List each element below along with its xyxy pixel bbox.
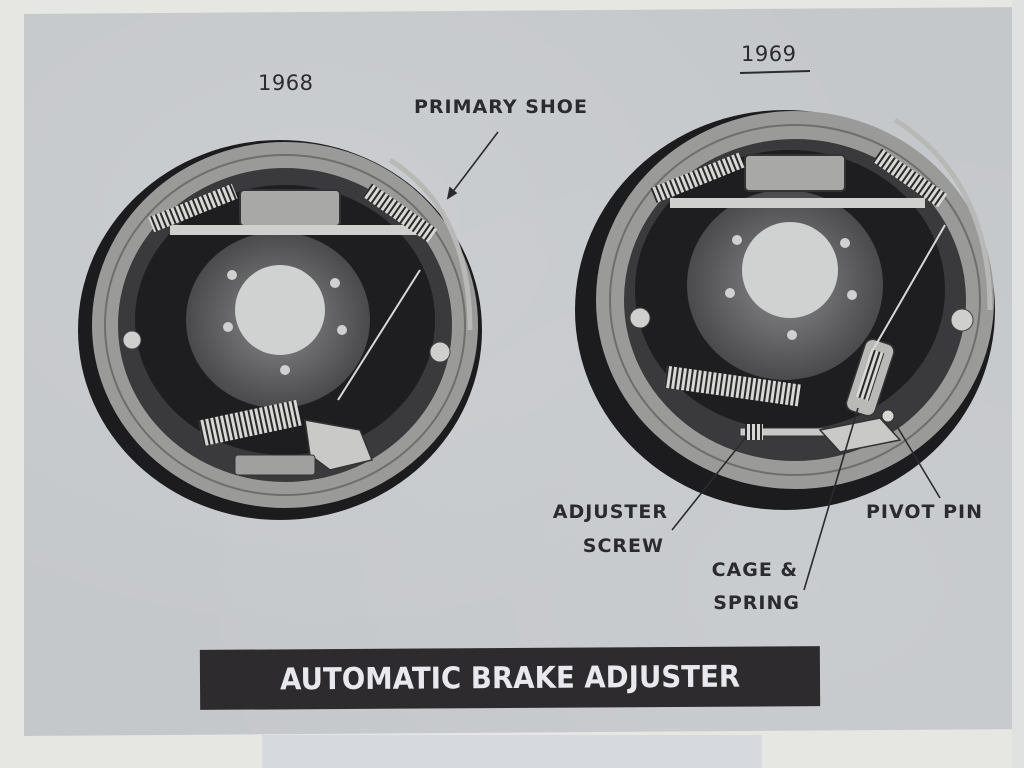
figure-title: AUTOMATIC BRAKE ADJUSTER xyxy=(279,659,741,697)
year-label-1969: 1969 xyxy=(741,42,797,66)
figure-title-bar: AUTOMATIC BRAKE ADJUSTER xyxy=(199,646,821,710)
callout-adjuster-screw-line1: ADJUSTER xyxy=(552,501,668,523)
year-underline xyxy=(739,70,811,74)
callout-cage-spring-line2: SPRING xyxy=(713,592,800,614)
brake-assembly-1969 xyxy=(575,110,995,510)
brake-assembly-1968 xyxy=(78,140,482,520)
page-edge xyxy=(1012,0,1024,768)
callout-primary-shoe: PRIMARY SHOE xyxy=(414,96,588,118)
year-label-1968: 1968 xyxy=(258,71,314,95)
callout-cage-spring-line1: CAGE & xyxy=(711,559,798,581)
callout-adjuster-screw-line2: SCREW xyxy=(582,535,664,557)
leader-lines xyxy=(446,131,941,591)
bleed-through-area xyxy=(262,735,762,768)
callout-pivot-pin: PIVOT PIN xyxy=(866,501,983,523)
